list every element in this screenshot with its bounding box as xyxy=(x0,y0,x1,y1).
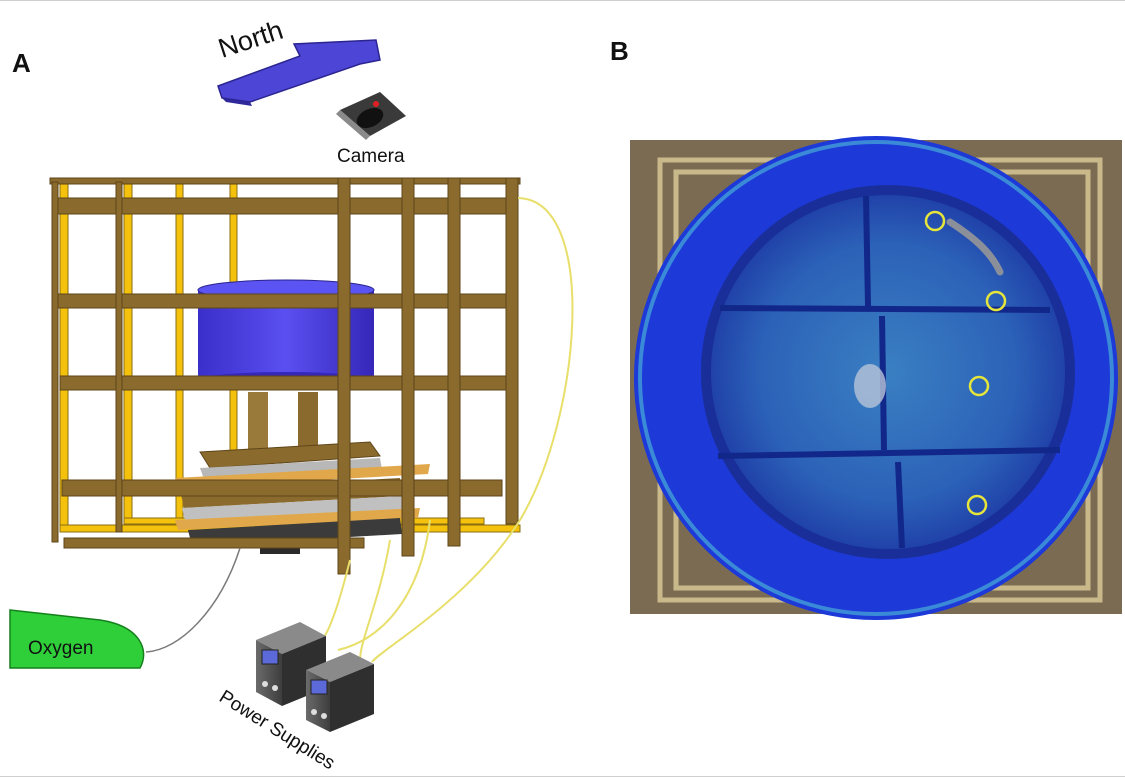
north-arrow: North xyxy=(215,15,381,106)
panel-a-letter: A xyxy=(12,48,31,78)
panel-b-letter: B xyxy=(610,36,629,66)
tracking-marker xyxy=(966,494,988,516)
oxygen-tank: Oxygen xyxy=(9,609,145,669)
cables xyxy=(145,197,574,663)
frame-front xyxy=(49,177,521,575)
tracking-marker xyxy=(985,290,1007,312)
power-supply-2 xyxy=(306,652,374,732)
support-stack xyxy=(175,392,430,554)
panel-b: B xyxy=(610,36,1122,620)
aerial-photo xyxy=(630,136,1122,620)
camera-icon: Camera xyxy=(336,92,406,167)
panel-a: A North Camera xyxy=(9,15,574,774)
north-label: North xyxy=(215,15,287,64)
tracking-marker xyxy=(968,375,990,397)
top-rule xyxy=(0,0,1125,1)
camera-label: Camera xyxy=(337,146,405,167)
tracking-marker xyxy=(924,210,946,232)
oxygen-label: Oxygen xyxy=(28,638,93,659)
